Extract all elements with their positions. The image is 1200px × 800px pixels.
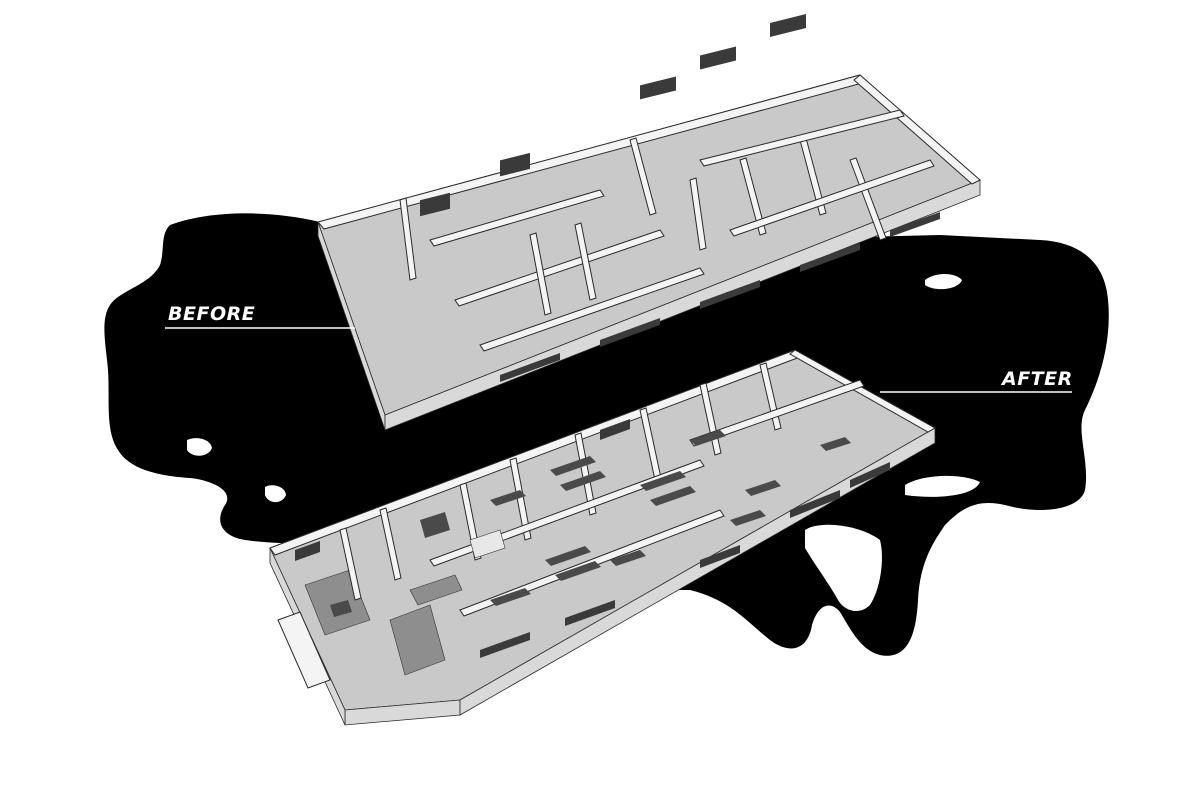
- before-partitions: [399, 109, 935, 352]
- before-window: [600, 318, 660, 347]
- before-window: [500, 353, 560, 382]
- after-floorplan-model: [269, 349, 937, 726]
- before-window: [420, 192, 450, 217]
- after-furniture: [330, 430, 851, 617]
- backdrop-gap: [187, 438, 212, 456]
- after-window: [565, 600, 615, 626]
- after-right-wall: [789, 349, 937, 433]
- after-window: [700, 545, 740, 568]
- after-window: [600, 419, 630, 440]
- backdrop-gap: [805, 524, 882, 612]
- after-carpet-zone: [389, 604, 446, 676]
- backdrop-gap: [905, 475, 980, 497]
- after-terrace: [277, 611, 331, 689]
- backdrop-gap: [925, 274, 962, 290]
- after-window: [790, 490, 840, 518]
- before-floorplan-model: [317, 14, 981, 431]
- before-window: [890, 212, 940, 237]
- after-window: [295, 541, 320, 561]
- after-label: AFTER: [1000, 368, 1073, 390]
- before-label: BEFORE: [168, 303, 255, 325]
- backdrop-gap: [265, 485, 286, 503]
- after-carpet-zone: [409, 574, 463, 606]
- after-window: [480, 632, 530, 658]
- before-right-wall: [853, 74, 981, 185]
- after-callout: AFTER: [880, 368, 1073, 393]
- before-window: [800, 243, 860, 272]
- before-window: [700, 46, 736, 70]
- before-window: [770, 14, 806, 38]
- before-window: [640, 76, 676, 100]
- after-window: [850, 462, 890, 488]
- before-callout: BEFORE: [165, 303, 355, 329]
- before-window: [700, 280, 760, 309]
- before-window: [500, 152, 530, 177]
